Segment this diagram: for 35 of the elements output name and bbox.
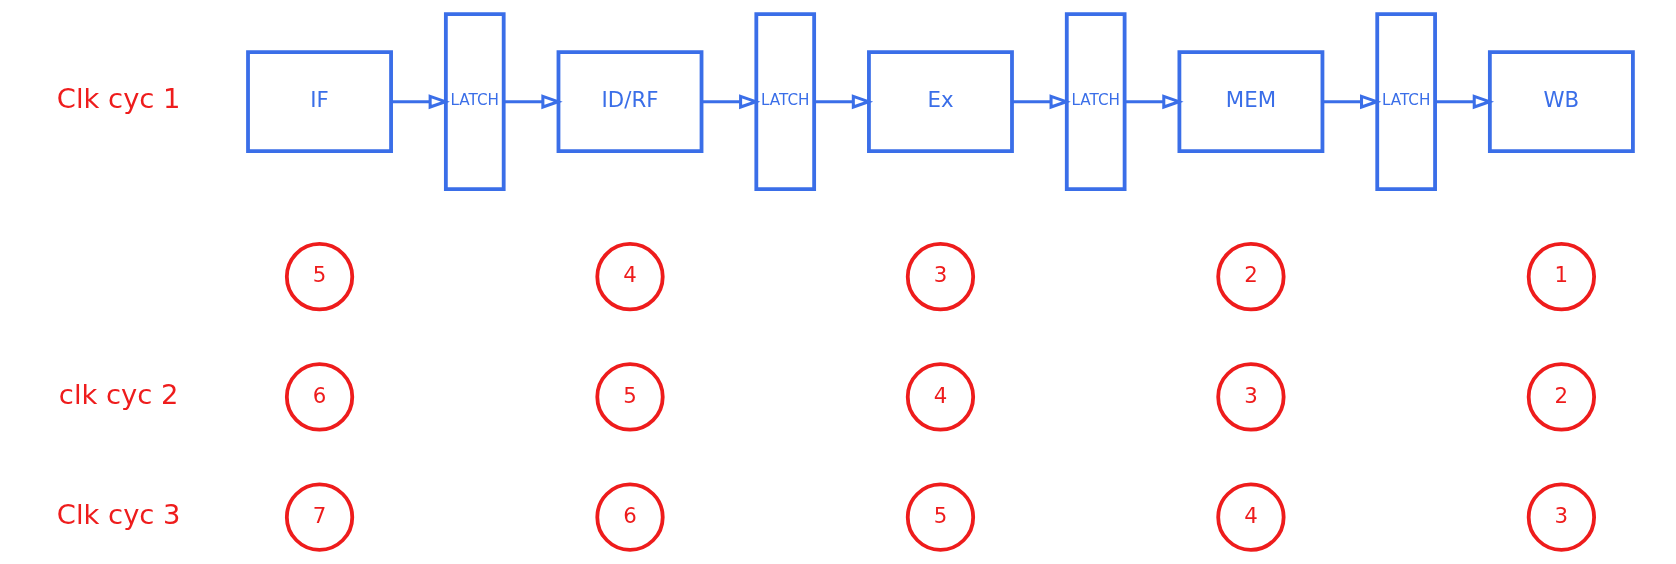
node-circle: 3	[1526, 482, 1596, 552]
node-box: ID/RF	[556, 50, 703, 153]
node-circle: 2	[1526, 362, 1596, 432]
node-circle: 5	[284, 242, 354, 312]
label: Clk cyc 1	[56, 83, 181, 115]
arrow	[1011, 94, 1071, 110]
node-circle: 7	[284, 482, 354, 552]
node-box: LATCH	[1064, 12, 1126, 192]
node-circle: 4	[594, 242, 665, 312]
arrow	[503, 94, 563, 110]
node-circle: 4	[905, 362, 975, 432]
node-circle: 3	[905, 242, 975, 312]
node-box: Ex	[866, 50, 1014, 153]
arrow	[390, 94, 450, 110]
node-box: LATCH	[1374, 12, 1437, 192]
node-box: LATCH	[443, 12, 506, 192]
arrow	[1124, 94, 1184, 110]
label: clk cyc 2	[58, 378, 178, 410]
arrow	[813, 94, 873, 110]
label: Clk cyc 3	[56, 498, 181, 530]
arrow	[701, 94, 760, 110]
node-box: IF	[245, 50, 393, 153]
node-box: WB	[1487, 50, 1635, 153]
arrow	[1322, 94, 1381, 110]
node-circle: 5	[594, 362, 665, 432]
node-box: MEM	[1177, 50, 1324, 153]
node-box: LATCH	[753, 12, 816, 192]
node-circle: 5	[905, 482, 975, 552]
node-circle: 6	[284, 362, 354, 432]
node-circle: 4	[1215, 482, 1286, 552]
arrow	[1434, 94, 1494, 110]
node-circle: 2	[1215, 242, 1286, 312]
node-circle: 3	[1215, 362, 1286, 432]
node-circle: 1	[1526, 242, 1596, 312]
node-circle: 6	[594, 482, 665, 552]
